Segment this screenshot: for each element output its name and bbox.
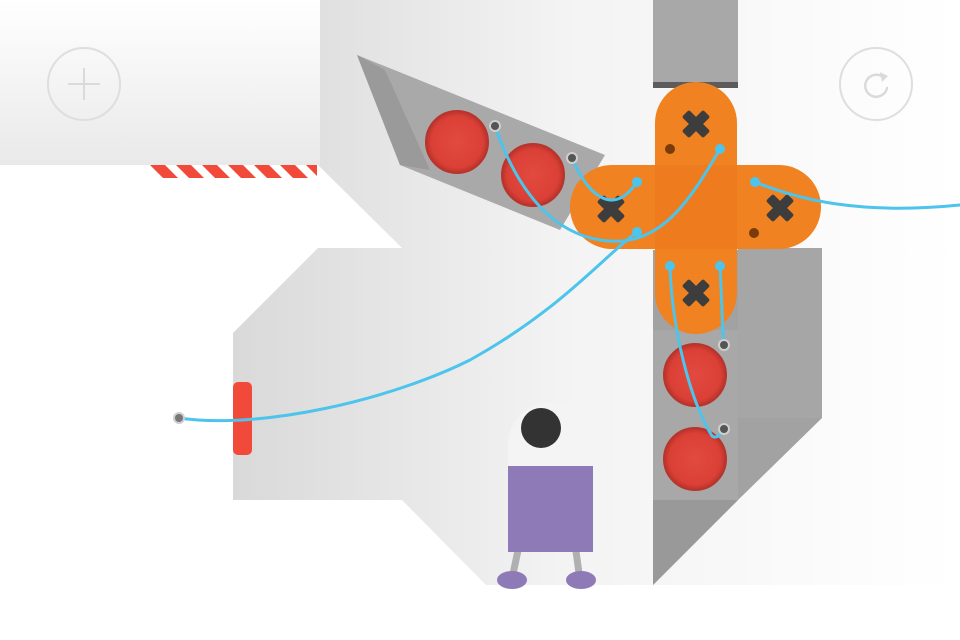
cables[interactable] [177, 124, 960, 439]
cable-plug[interactable] [715, 144, 725, 154]
lower-column-tip [653, 500, 738, 585]
cable-anchor[interactable] [718, 423, 730, 435]
robot-leg [572, 547, 584, 579]
bottom-floor-strip [0, 585, 960, 640]
top-metal-column [653, 0, 738, 82]
cable-plug[interactable] [632, 227, 642, 237]
robot-body [508, 462, 593, 552]
cable-arm-1[interactable] [493, 124, 722, 243]
robot-foot [566, 571, 596, 589]
cable-plug[interactable] [632, 177, 642, 187]
cable-door[interactable] [177, 230, 639, 423]
cable-anchor[interactable] [173, 412, 185, 424]
hub-rivet [749, 228, 759, 238]
cable-anchor[interactable] [566, 152, 578, 164]
right-metal-block [738, 248, 822, 418]
diagonal-arm-shade [357, 55, 430, 170]
cable-right-exit[interactable] [753, 180, 960, 210]
robot-eye [521, 408, 561, 448]
cable-plug[interactable] [715, 261, 725, 271]
red-buttons[interactable] [425, 110, 727, 491]
hub-rivet [665, 144, 675, 154]
cable-plug[interactable] [750, 177, 760, 187]
cable-plug[interactable] [665, 261, 675, 271]
red-button-3[interactable] [663, 343, 727, 407]
cable-lower-1[interactable] [668, 264, 726, 439]
red-door-panel [233, 382, 252, 455]
restart-icon [863, 72, 889, 98]
cable-anchor[interactable] [489, 120, 501, 132]
plus-icon [68, 68, 100, 100]
hub-socket-left[interactable] [590, 188, 632, 230]
cable-arm-2[interactable] [570, 156, 639, 202]
red-button-4[interactable] [663, 427, 727, 491]
hub-socket-bottom[interactable] [675, 272, 717, 314]
red-button-2[interactable] [501, 143, 565, 207]
red-button-1[interactable] [425, 110, 489, 174]
robot-foot [497, 571, 527, 589]
orange-cross-hub[interactable] [570, 82, 821, 334]
hub-socket-top[interactable] [675, 103, 717, 145]
cable-anchors[interactable] [173, 120, 760, 435]
restart-button[interactable] [839, 47, 913, 121]
hazard-strip [150, 165, 317, 178]
robot[interactable] [497, 402, 596, 590]
robot-leg [508, 547, 522, 579]
cable-anchor[interactable] [718, 339, 730, 351]
hub-socket-right[interactable] [759, 187, 801, 229]
add-button[interactable] [47, 47, 121, 121]
